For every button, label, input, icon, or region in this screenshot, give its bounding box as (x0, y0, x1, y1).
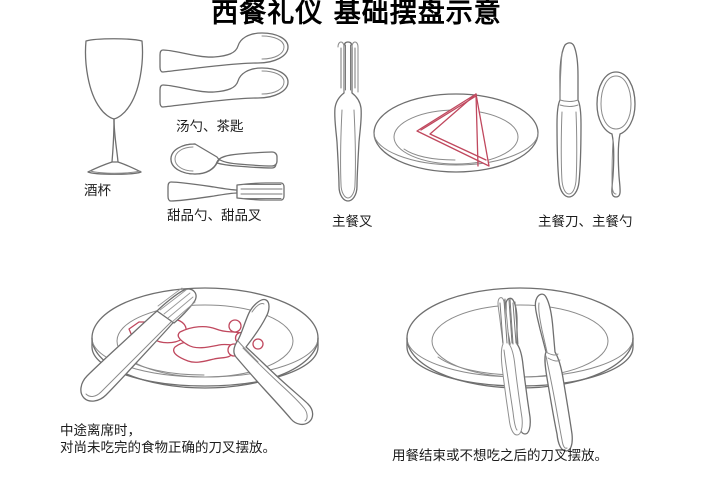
knife-spoon-icon (556, 42, 636, 198)
caption-pause-line1: 中途离席时， (60, 423, 141, 439)
caption-pause-line2: 对尚未吃完的食物正确的刀叉摆放。 (60, 440, 276, 456)
label-dessert-spoon-fork: 甜品勺、甜品叉 (167, 208, 262, 224)
page-title: 西餐礼仪 基础摆盘示意 (211, 0, 502, 29)
dessert-cutlery-icon (167, 143, 285, 202)
label-main-knife-spoon: 主餐刀、主餐勺 (538, 214, 633, 230)
caption-finished: 用餐结束或不想吃之后的刀叉摆放。 (392, 448, 608, 464)
plate-crossed-cutlery-icon (80, 287, 319, 426)
plate-with-napkin-icon (373, 93, 539, 173)
label-wine-glass: 酒杯 (84, 183, 111, 199)
plate-parallel-cutlery-icon (406, 287, 634, 452)
label-soup-spoon-teaspoon: 汤勺、茶匙 (176, 119, 244, 135)
wine-glass-icon (84, 38, 144, 175)
fork-icon (334, 41, 362, 202)
label-main-fork: 主餐叉 (332, 214, 373, 230)
spoon-pair-icon (159, 32, 289, 108)
